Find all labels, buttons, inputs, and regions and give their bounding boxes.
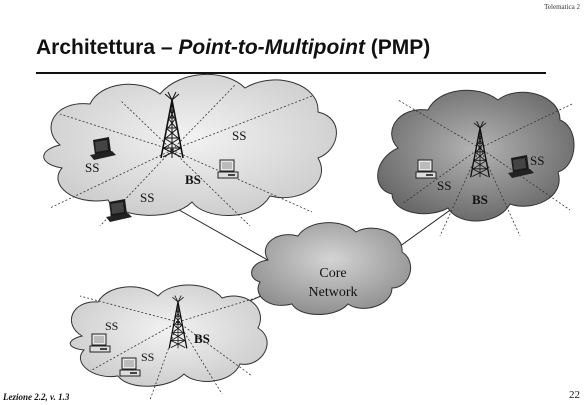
cloud-bottom-left: [69, 284, 268, 387]
title-suffix: (PMP): [364, 36, 431, 59]
bs-label: BS: [185, 172, 201, 187]
bs-label: BS: [194, 331, 210, 346]
cloud-top-left: [43, 73, 337, 217]
ss-label: SS: [530, 153, 544, 168]
ss-label: SS: [437, 178, 451, 193]
ss-label: SS: [105, 319, 118, 333]
ss-label: SS: [85, 160, 99, 175]
title-rule: [36, 72, 546, 74]
ss-label: SS: [232, 128, 246, 143]
cloud-core: [251, 222, 412, 315]
slide-title: Architettura – Point-to-Multipoint (PMP): [36, 36, 430, 60]
ss-label: SS: [141, 350, 154, 364]
lecture-label: Lezione 2.2, v. 1.3: [3, 392, 70, 402]
core-network-label-line2: Network: [309, 285, 358, 300]
title-emphasis: Point-to-Multipoint: [178, 36, 365, 59]
radio-beams: [49, 83, 573, 401]
page-number: 22: [569, 389, 580, 401]
bs-label: BS: [472, 192, 488, 207]
course-label: Telematica 2: [544, 3, 580, 11]
core-network-label-line1: Core: [319, 266, 346, 281]
cloud-right: [377, 89, 575, 222]
ss-label: SS: [140, 190, 154, 205]
title-main: Architettura –: [36, 36, 179, 59]
